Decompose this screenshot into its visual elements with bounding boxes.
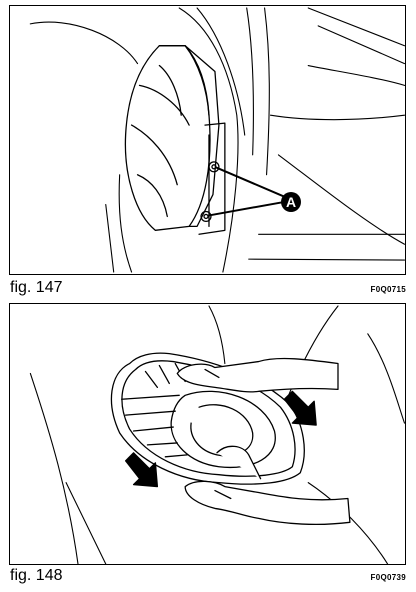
removal-arrows (124, 390, 317, 488)
body-panel-lines (29, 7, 405, 273)
figure-147-illustration (9, 5, 406, 275)
figure-148-caption: fig. 148 (10, 567, 63, 584)
callout-leader-lines (207, 166, 288, 217)
figure-148-code: F0Q0739 (370, 573, 406, 582)
callout-a-label: A (285, 194, 297, 210)
mounting-bracket (198, 122, 226, 235)
hands (176, 357, 351, 525)
callout-a-marker: A (281, 192, 301, 212)
tail-light-cluster (124, 45, 220, 231)
figure-147-caption: fig. 147 (10, 279, 63, 296)
figure-148-illustration (9, 303, 406, 565)
fixing-screws (200, 161, 220, 223)
figure-147-code: F0Q0715 (370, 285, 406, 294)
